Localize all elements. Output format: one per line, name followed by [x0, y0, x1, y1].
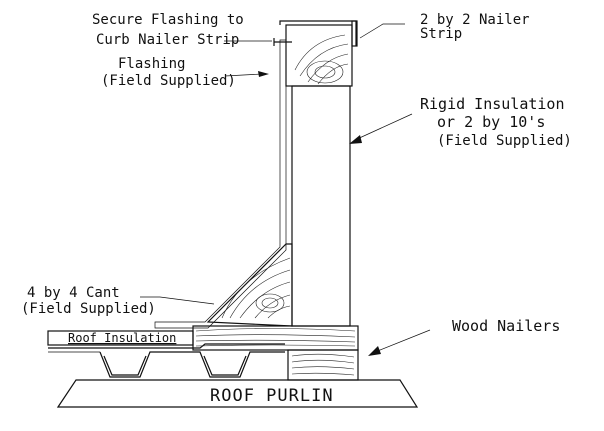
- cant-label-line2: (Field Supplied): [21, 301, 156, 317]
- roof-purlin-label: ROOF PURLIN: [210, 386, 334, 406]
- nailer-label-line1: 2 by 2 Nailer: [420, 12, 530, 28]
- roof-deck: [48, 343, 285, 378]
- rigid-label-line3: (Field Supplied): [437, 133, 572, 149]
- flashing-label-line1: Flashing: [118, 56, 185, 72]
- wood-nailers: [192, 325, 359, 381]
- rigid-label-line1: Rigid Insulation: [420, 95, 565, 113]
- roof-purlin: ROOF PURLIN: [56, 379, 419, 408]
- rigid-label-line2: or 2 by 10's: [437, 113, 545, 131]
- top-nailer: [285, 24, 353, 87]
- secure-flashing-label-line1: Secure Flashing to: [92, 12, 244, 28]
- rigid-insulation: [291, 85, 351, 327]
- leader-lines: [140, 23, 431, 356]
- annotation-labels: Secure Flashing to Curb Nailer Strip Fla…: [21, 12, 572, 335]
- curb-cap: [279, 20, 358, 47]
- roof-insulation-label: Roof Insulation: [68, 331, 176, 345]
- nailer-label-line2: Strip: [420, 26, 462, 42]
- roof-insulation: Roof Insulation: [47, 330, 194, 346]
- fastener: [273, 38, 292, 46]
- flashing-label-line2: (Field Supplied): [101, 73, 236, 89]
- secure-flashing-label-line2: Curb Nailer Strip: [96, 32, 239, 48]
- cant-label-line1: 4 by 4 Cant: [27, 285, 120, 301]
- wood-nailers-label: Wood Nailers: [452, 317, 560, 335]
